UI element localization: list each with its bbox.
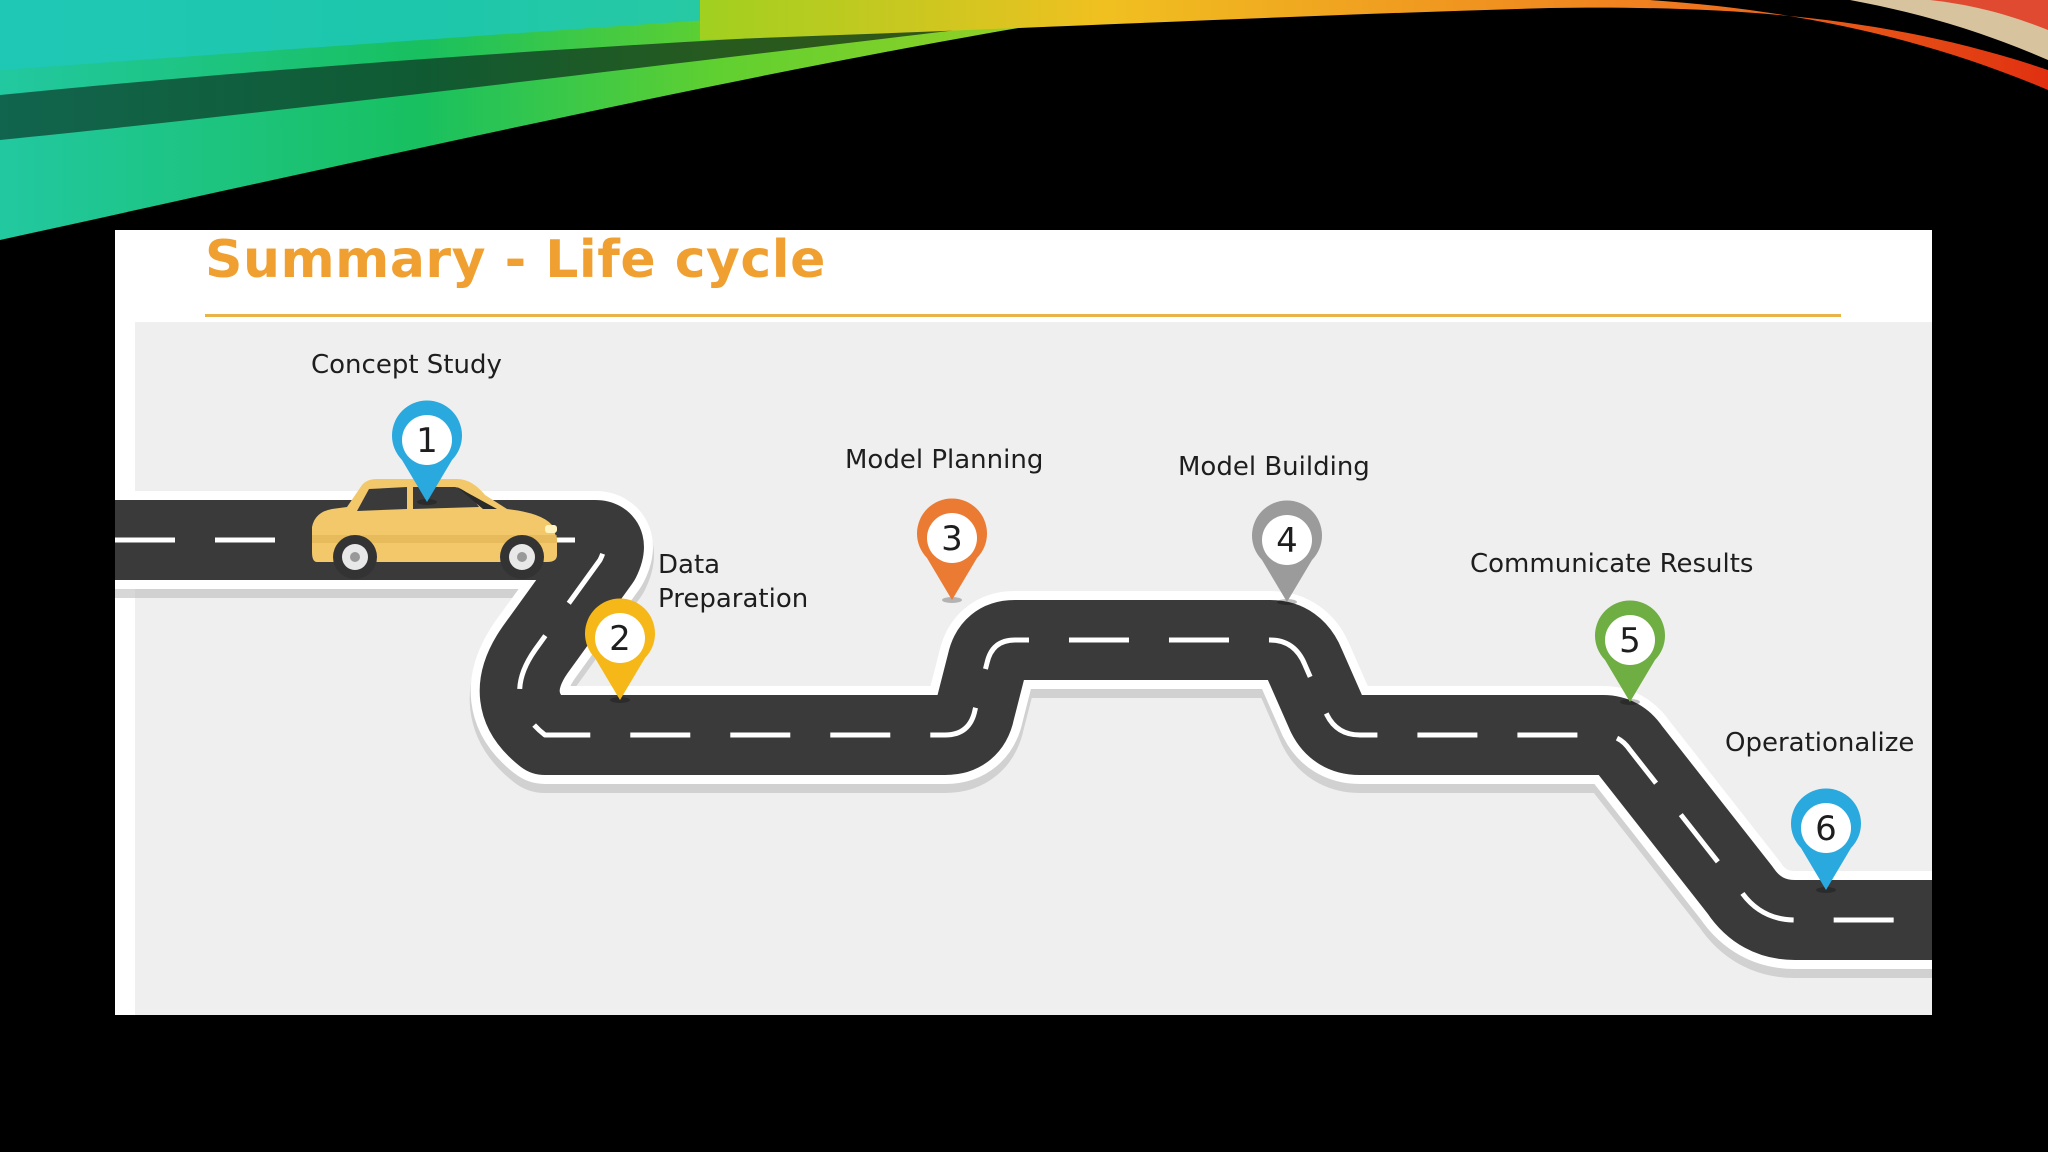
step-number-2: 2 bbox=[609, 619, 631, 659]
step-number-4: 4 bbox=[1276, 521, 1298, 561]
title-divider bbox=[205, 314, 1841, 317]
step-pin-5: 5 bbox=[1595, 600, 1665, 705]
step-label-2-line1: Data bbox=[658, 550, 720, 580]
step-label-1: Concept Study bbox=[311, 350, 502, 380]
roadmap-diagram: 1 2 3 4 5 6 Concept Study Data Preparation Mo… bbox=[115, 350, 1932, 978]
slide-card: Summary - Life cycle 1 2 3 4 5 6 bbox=[115, 230, 1932, 1015]
step-label-2-line2: Preparation bbox=[658, 584, 808, 614]
step-number-3: 3 bbox=[941, 519, 963, 559]
step-pin-3: 3 bbox=[917, 498, 988, 603]
step-label-4: Model Building bbox=[1178, 452, 1370, 482]
step-pin-4: 4 bbox=[1252, 500, 1322, 605]
step-number-1: 1 bbox=[416, 421, 438, 461]
step-number-6: 6 bbox=[1815, 809, 1837, 849]
slide-title: Summary - Life cycle bbox=[205, 230, 826, 290]
step-label-3: Model Planning bbox=[845, 445, 1043, 475]
step-label-6: Operationalize bbox=[1725, 728, 1914, 758]
step-pin-1: 1 bbox=[392, 400, 462, 505]
decorative-swoosh-banner bbox=[0, 0, 2048, 240]
road bbox=[115, 491, 1932, 978]
step-label-5: Communicate Results bbox=[1470, 549, 1753, 579]
road-center-line bbox=[115, 537, 1932, 923]
step-pin-6: 6 bbox=[1790, 788, 1862, 893]
step-number-5: 5 bbox=[1619, 621, 1641, 661]
step-pin-2: 2 bbox=[585, 598, 655, 703]
